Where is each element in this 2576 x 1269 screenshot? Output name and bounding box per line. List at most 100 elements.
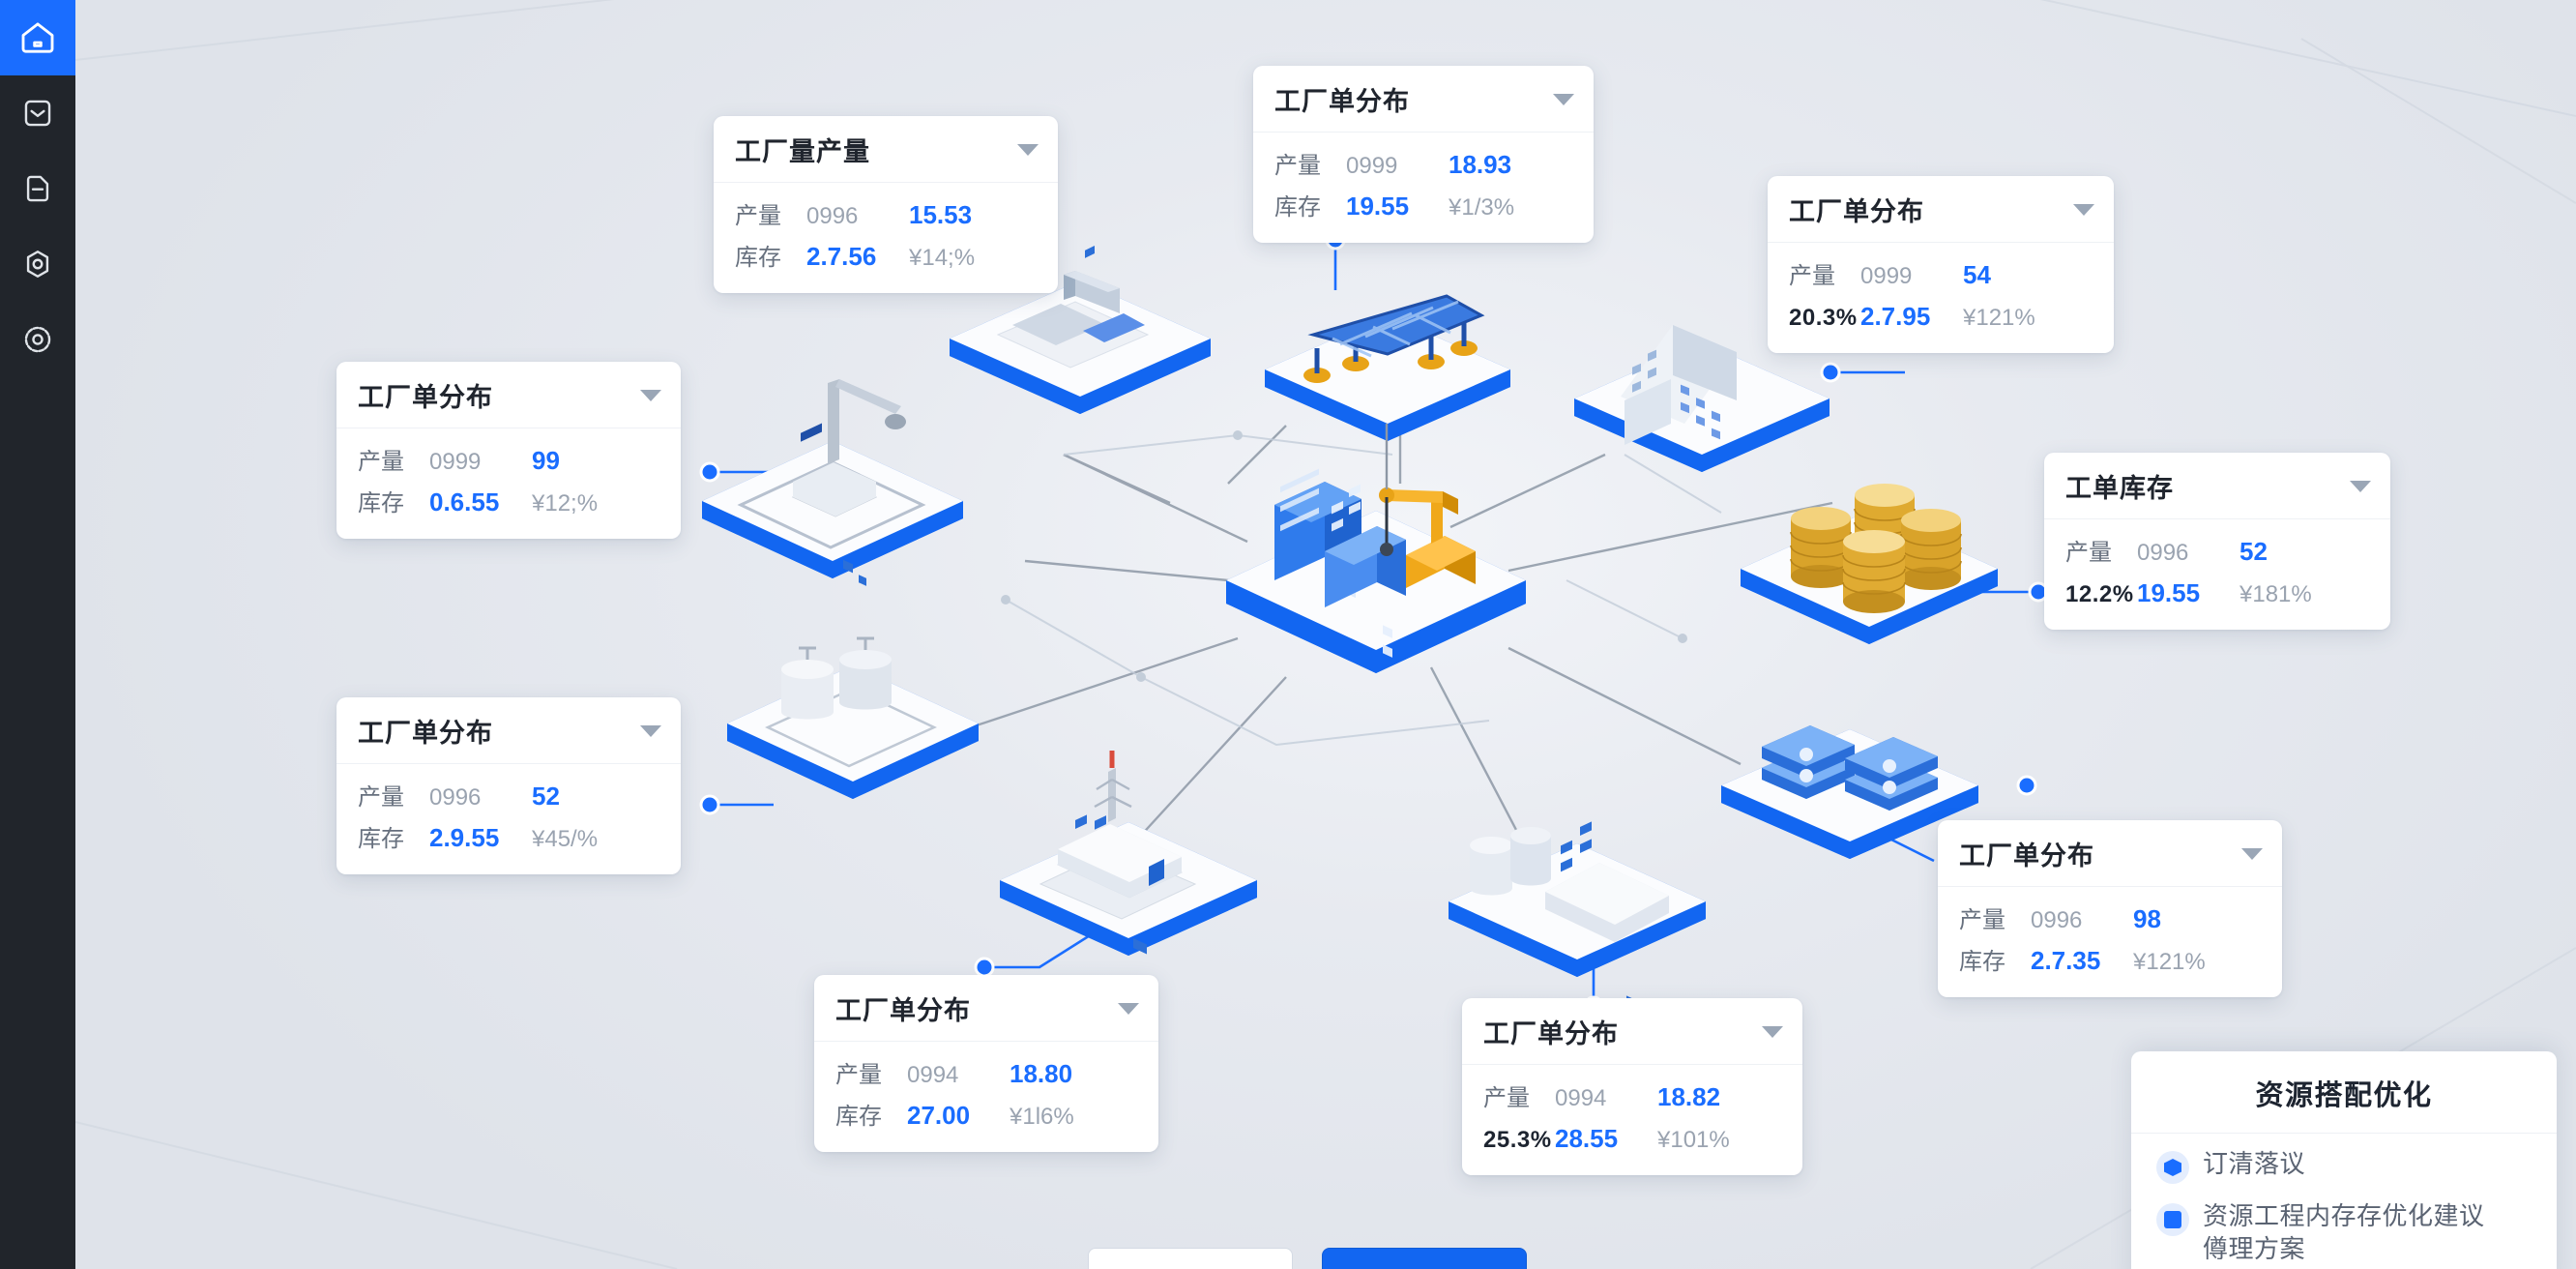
- stat-code: 2.7.35: [2031, 946, 2101, 975]
- stat-value: 52: [2239, 537, 2268, 566]
- sidebar-item-settings[interactable]: [0, 302, 75, 377]
- card-header[interactable]: 工厂量产量: [714, 116, 1058, 183]
- card-workorder-stock[interactable]: 工单库存 产量 0996 52 12.2% 19.55 ¥181%: [2044, 453, 2390, 630]
- card-header[interactable]: 工厂单分布: [1253, 66, 1594, 133]
- stat-code: 0996: [806, 203, 859, 229]
- card-header[interactable]: 工厂单分布: [1938, 820, 2282, 887]
- sidebar-item-home[interactable]: [0, 0, 75, 75]
- stat-value: ¥14;%: [909, 245, 976, 271]
- card-body: 产量 0996 98 库存 2.7.35 ¥121%: [1938, 887, 2282, 997]
- stat-row: 产量 0996 52: [358, 778, 659, 815]
- stat-row: 产量 0994 18.80: [835, 1055, 1137, 1093]
- stat-value: ¥45/%: [532, 826, 599, 852]
- sidebar-item-target[interactable]: [0, 226, 75, 302]
- card-header[interactable]: 工厂单分布: [1462, 998, 1802, 1065]
- node-crane-yard[interactable]: [692, 379, 973, 590]
- chevron-down-icon[interactable]: [1553, 93, 1574, 105]
- card-factory-dist-left-mid[interactable]: 工厂单分布 产量 0996 52 库存 2.9.55 ¥45/%: [337, 697, 681, 874]
- card-factory-dist-right-bottom[interactable]: 工厂单分布 产量 0996 98 库存 2.7.35 ¥121%: [1938, 820, 2282, 997]
- stat-row: 20.3% 2.7.95 ¥121%: [1789, 298, 2093, 336]
- card-factory-dist-bottom-center[interactable]: 工厂单分布 产量 0994 18.82 25.3% 28.55 ¥101%: [1462, 998, 1802, 1175]
- stat-row: 产量 0994 18.82: [1483, 1078, 1781, 1116]
- stat-value: ¥1l6%: [1010, 1104, 1074, 1130]
- target-hex-icon: [26, 251, 49, 278]
- card-title: 工厂单分布: [1483, 1019, 1619, 1048]
- secondary-button[interactable]: [1088, 1248, 1293, 1269]
- node-silo-plant[interactable]: [1437, 795, 1717, 1029]
- list-item-label: 订清落议: [2203, 1149, 2306, 1178]
- card-title: 工厂单分布: [835, 996, 971, 1025]
- bottom-action-bar: [1088, 1248, 1527, 1269]
- sidebar-item-inbox[interactable]: [0, 75, 75, 151]
- stat-value: 54: [1963, 260, 1991, 289]
- stat-row: 12.2% 19.55 ¥181%: [2065, 575, 2369, 612]
- chevron-down-icon[interactable]: [1762, 1025, 1783, 1038]
- stat-value: 99: [532, 446, 560, 475]
- sidebar: [0, 0, 75, 1269]
- resource-optimization-panel[interactable]: 资源搭配优化 订清落议 资源工程内存存优化建议 僔理方案: [2131, 1051, 2557, 1269]
- stat-value: ¥101%: [1657, 1127, 1730, 1153]
- card-header[interactable]: 工厂单分布: [814, 975, 1158, 1042]
- card-factory-dist-top[interactable]: 工厂单分布 产量 0999 18.93 库存 19.55 ¥1/3%: [1253, 66, 1594, 243]
- stat-code: 0999: [429, 449, 482, 475]
- stat-label: 12.2%: [2065, 581, 2134, 607]
- primary-button[interactable]: [1322, 1248, 1527, 1269]
- gear-icon: [24, 326, 51, 353]
- stat-value: ¥181%: [2239, 581, 2312, 607]
- chevron-down-icon[interactable]: [2073, 203, 2094, 216]
- sidebar-scrollbar[interactable]: [72, 0, 75, 1269]
- stat-value: ¥121%: [1963, 305, 2035, 331]
- chevron-down-icon[interactable]: [640, 724, 661, 737]
- node-office-tower[interactable]: [1566, 308, 1837, 482]
- card-factory-dist-bottom-left[interactable]: 工厂单分布 产量 0994 18.80 库存 27.00 ¥1l6%: [814, 975, 1158, 1152]
- stat-code: 2.7.56: [806, 242, 877, 271]
- stat-code: 0996: [2031, 907, 2083, 933]
- stat-value: 18.80: [1010, 1059, 1073, 1088]
- stat-label: 产量: [1483, 1085, 1530, 1111]
- stat-row: 产量 0999 18.93: [1274, 146, 1572, 184]
- stat-label: 库存: [358, 490, 404, 516]
- node-hub-central[interactable]: [1216, 424, 1536, 685]
- card-factory-output[interactable]: 工厂量产量 产量 0996 15.53 库存 2.7.56 ¥14;%: [714, 116, 1058, 293]
- card-header[interactable]: 工厂单分布: [337, 697, 681, 764]
- chevron-down-icon[interactable]: [1017, 143, 1039, 156]
- card-header[interactable]: 工单库存: [2044, 453, 2390, 519]
- card-header[interactable]: 工厂单分布: [337, 362, 681, 428]
- stat-label: 25.3%: [1483, 1127, 1552, 1153]
- card-header[interactable]: 工厂单分布: [1768, 176, 2114, 243]
- document-minus-icon: [26, 175, 49, 202]
- stat-value: ¥12;%: [532, 490, 599, 516]
- chevron-down-icon[interactable]: [1118, 1002, 1139, 1015]
- card-factory-dist-right-top[interactable]: 工厂单分布 产量 0999 54 20.3% 2.7.95 ¥121%: [1768, 176, 2114, 353]
- node-solar-array[interactable]: [1257, 279, 1518, 453]
- stat-code: 2.9.55: [429, 823, 500, 852]
- card-factory-dist-left-top[interactable]: 工厂单分布 产量 0999 99 库存 0.6.55 ¥12;%: [337, 362, 681, 539]
- stat-label: 产量: [1789, 263, 1835, 289]
- card-title: 工厂单分布: [1274, 87, 1410, 116]
- node-factory-plant[interactable]: [940, 242, 1220, 426]
- chevron-down-icon[interactable]: [640, 389, 661, 401]
- chevron-down-icon[interactable]: [2350, 480, 2371, 492]
- card-body: 产量 0999 18.93 库存 19.55 ¥1/3%: [1253, 133, 1594, 243]
- node-coin-stacks[interactable]: [1729, 472, 2009, 656]
- stat-row: 产量 0996 98: [1959, 900, 2261, 938]
- chevron-down-icon[interactable]: [2241, 847, 2263, 860]
- node-silo-tanks[interactable]: [717, 627, 988, 811]
- stat-code: 19.55: [1346, 192, 1410, 221]
- list-item[interactable]: 资源工程内存存优化建议 僔理方案: [2156, 1199, 2533, 1266]
- list-item[interactable]: 订清落议: [2156, 1147, 2533, 1184]
- sidebar-item-document[interactable]: [0, 151, 75, 226]
- stat-label: 库存: [735, 245, 781, 271]
- card-body: 产量 0996 15.53 库存 2.7.56 ¥14;%: [714, 183, 1058, 293]
- stat-code: 0999: [1860, 263, 1913, 289]
- card-body: 产量 0996 52 库存 2.9.55 ¥45/%: [337, 764, 681, 874]
- stat-code: 27.00: [907, 1101, 971, 1130]
- shield-icon: [2156, 1151, 2189, 1184]
- node-antenna-plant[interactable]: [988, 751, 1269, 967]
- card-body: 产量 0996 52 12.2% 19.55 ¥181%: [2044, 519, 2390, 630]
- panel-body: 订清落议 资源工程内存存优化建议 僔理方案: [2131, 1134, 2557, 1269]
- stat-row: 产量 0999 54: [1789, 256, 2093, 294]
- stat-code: 0999: [1346, 153, 1398, 179]
- stat-value: 52: [532, 782, 560, 811]
